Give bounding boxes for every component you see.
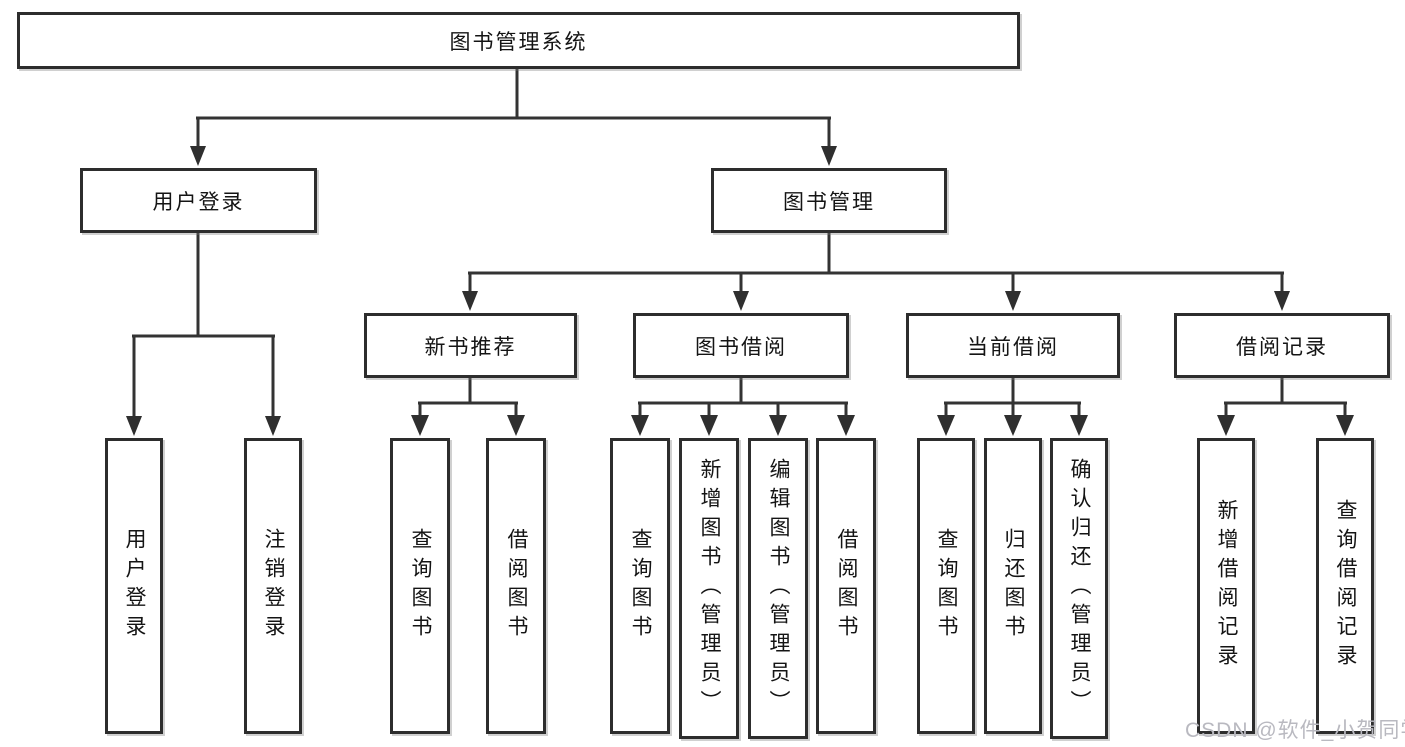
- leaf-query-book-1: 查询图书: [390, 438, 450, 734]
- csdn-watermark: CSDN @软件_小贺同学: [1185, 719, 1405, 742]
- leaf-return-book-label: 归还图书: [1002, 528, 1025, 644]
- leaf-confirm-return-admin: 确认归还（管理员）: [1050, 438, 1108, 739]
- node-user-login-label: 用户登录: [152, 190, 245, 214]
- leaf-query-book-2: 查询图书: [610, 438, 670, 734]
- node-root: 图书管理系统: [17, 12, 1020, 69]
- connector-book-borrow-children: [631, 378, 855, 436]
- node-current-borrow: 当前借阅: [906, 313, 1120, 378]
- node-current-borrow-label: 当前借阅: [967, 335, 1059, 359]
- node-new-book-recommend-label: 新书推荐: [424, 335, 517, 359]
- node-new-book-recommend: 新书推荐: [364, 313, 577, 378]
- leaf-query-borrow-record-label: 查询借阅记录: [1334, 499, 1357, 673]
- leaf-user-login: 用户登录: [105, 438, 163, 734]
- connector-current-borrow-children: [937, 378, 1088, 436]
- leaf-borrow-book-1: 借阅图书: [486, 438, 546, 734]
- leaf-add-book-admin-label: 新增图书（管理员）: [698, 458, 721, 719]
- leaf-query-book-3-label: 查询图书: [935, 528, 958, 644]
- leaf-logout: 注销登录: [244, 438, 302, 734]
- connector-user-login-children: [126, 233, 281, 436]
- node-root-label: 图书管理系统: [449, 30, 588, 54]
- leaf-query-borrow-record: 查询借阅记录: [1316, 438, 1374, 734]
- connector-borrow-record-children: [1217, 378, 1354, 436]
- leaf-confirm-return-admin-label: 确认归还（管理员）: [1068, 458, 1091, 719]
- leaf-user-login-label: 用户登录: [123, 528, 146, 644]
- leaf-query-book-3: 查询图书: [917, 438, 975, 734]
- leaf-edit-book-admin: 编辑图书（管理员）: [748, 438, 808, 739]
- connector-root-to-level2: [190, 69, 837, 166]
- node-borrow-record-label: 借阅记录: [1236, 335, 1328, 359]
- node-book-management-label: 图书管理: [783, 190, 875, 214]
- leaf-return-book: 归还图书: [984, 438, 1042, 734]
- leaf-add-borrow-record: 新增借阅记录: [1197, 438, 1255, 734]
- leaf-borrow-book-1-label: 借阅图书: [505, 528, 528, 644]
- leaf-add-book-admin: 新增图书（管理员）: [679, 438, 739, 739]
- node-borrow-record: 借阅记录: [1174, 313, 1390, 378]
- leaf-borrow-book-2: 借阅图书: [816, 438, 876, 734]
- connector-book-management-children: [462, 233, 1290, 311]
- node-book-management: 图书管理: [711, 168, 947, 233]
- connector-new-book-children: [411, 378, 525, 436]
- leaf-borrow-book-2-label: 借阅图书: [835, 528, 858, 644]
- node-book-borrow: 图书借阅: [633, 313, 849, 378]
- leaf-query-book-2-label: 查询图书: [629, 528, 652, 644]
- leaf-logout-label: 注销登录: [262, 528, 285, 644]
- leaf-query-book-1-label: 查询图书: [409, 528, 432, 644]
- leaf-add-borrow-record-label: 新增借阅记录: [1215, 499, 1238, 673]
- node-book-borrow-label: 图书借阅: [695, 335, 787, 359]
- node-user-login: 用户登录: [80, 168, 317, 233]
- leaf-edit-book-admin-label: 编辑图书（管理员）: [767, 458, 790, 719]
